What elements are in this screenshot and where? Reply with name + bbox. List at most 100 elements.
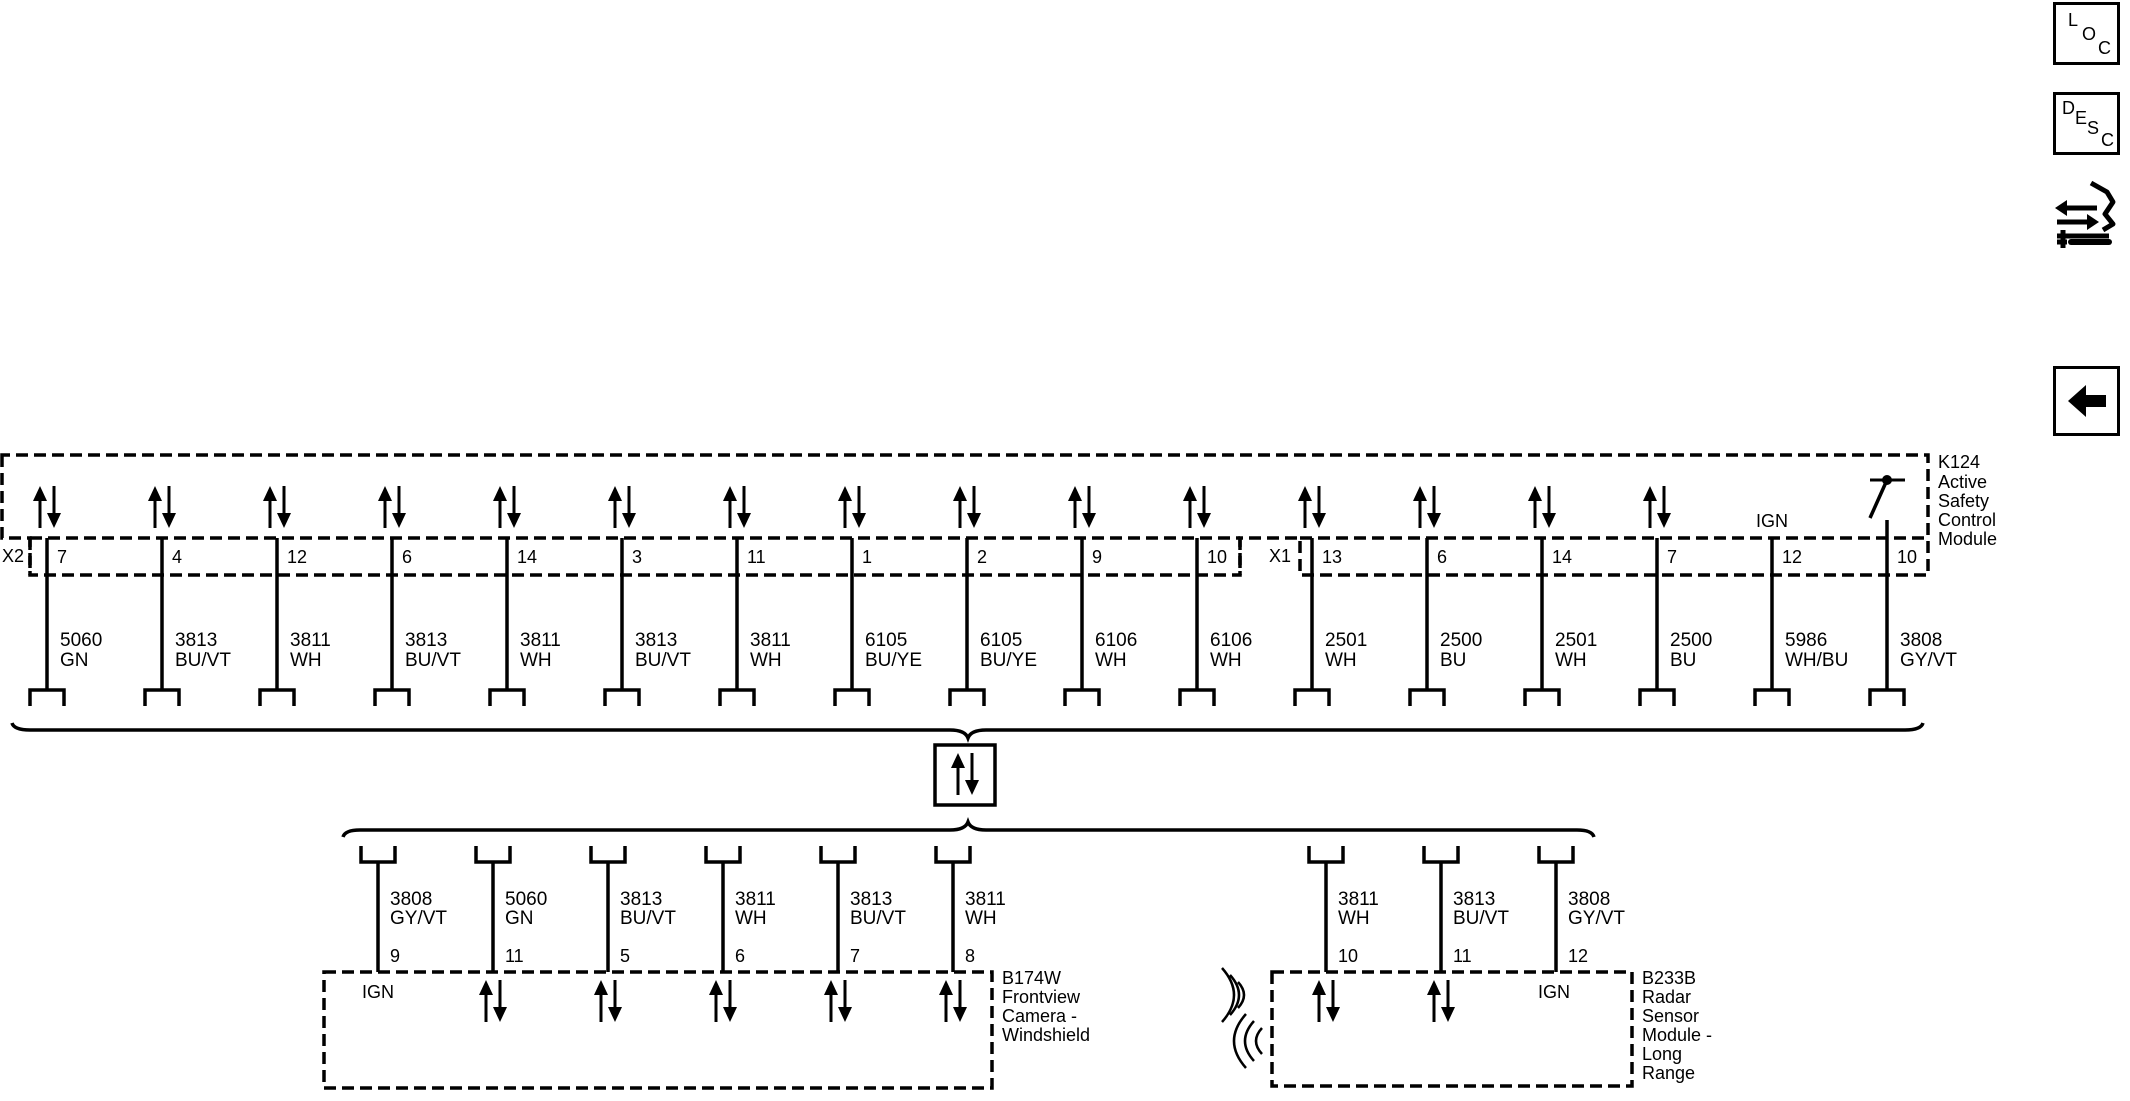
bidirectional-arrow-icon bbox=[261, 484, 293, 530]
arrow-up-icon bbox=[1066, 484, 1084, 530]
desc-letter-s: S bbox=[2087, 118, 2100, 138]
bidirectional-arrow-icon bbox=[822, 978, 854, 1024]
terminal-fork bbox=[1422, 846, 1460, 864]
terminal-fork bbox=[1063, 688, 1101, 706]
terminal-fork bbox=[1868, 688, 1906, 706]
bidirectional-arrow-icon bbox=[1411, 484, 1443, 530]
arrow-up-icon bbox=[822, 978, 840, 1024]
terminal-fork bbox=[1753, 688, 1791, 706]
terminal-fork-shape bbox=[934, 846, 972, 864]
bidirectional-arrow-icon bbox=[951, 484, 983, 530]
circuit-number: 3813 bbox=[1453, 889, 1495, 910]
b174w-ign-label: IGN bbox=[362, 982, 394, 1002]
bidirectional-arrow-icon bbox=[31, 484, 63, 530]
arrow-up-icon bbox=[836, 484, 854, 530]
k124-ref: K124 bbox=[1938, 452, 1980, 472]
wire-color: BU/VT bbox=[175, 650, 231, 671]
arrow-up-icon bbox=[1641, 484, 1659, 530]
bidirectional-arrow-icon bbox=[1066, 484, 1098, 530]
terminal-fork bbox=[603, 688, 641, 706]
wire-color: WH bbox=[520, 650, 552, 671]
circuit-number: 6106 bbox=[1210, 630, 1252, 651]
arrow-up-icon bbox=[1526, 484, 1544, 530]
terminal-fork-shape bbox=[359, 846, 397, 864]
pin-number: 10 bbox=[1897, 547, 1917, 567]
connector-tool-icon[interactable] bbox=[2053, 178, 2120, 258]
x1-label: X1 bbox=[1269, 546, 1291, 566]
terminal-fork bbox=[488, 688, 526, 706]
arrow-up-icon bbox=[1181, 484, 1199, 530]
terminal-fork-shape bbox=[373, 688, 411, 706]
arrow-down-icon bbox=[1425, 484, 1443, 530]
k124-ign-label: IGN bbox=[1756, 511, 1788, 531]
arrow-up-icon bbox=[1425, 978, 1443, 1024]
terminal-fork-shape bbox=[603, 688, 641, 706]
radar-wave-out bbox=[1221, 967, 1246, 1023]
terminal-fork-shape bbox=[1307, 846, 1345, 864]
bidirectional-arrow-icon bbox=[592, 978, 624, 1024]
k124-name-line: Active bbox=[1938, 472, 1987, 492]
circuit-number: 3811 bbox=[520, 630, 561, 651]
bidirectional-arrow-icon bbox=[1181, 484, 1213, 530]
terminal-fork-shape bbox=[833, 688, 871, 706]
terminal-fork-shape bbox=[143, 688, 181, 706]
arrow-up-icon bbox=[721, 484, 739, 530]
upper-brace bbox=[10, 722, 1925, 743]
b233b-ign-label: IGN bbox=[1538, 982, 1570, 1002]
x2-label: X2 bbox=[2, 546, 24, 566]
pin-number: 9 bbox=[390, 946, 400, 966]
switch-icon bbox=[1868, 475, 1905, 538]
pin-number: 11 bbox=[747, 547, 766, 567]
location-button[interactable]: L O C bbox=[2053, 2, 2120, 65]
radar-wave-icon bbox=[1221, 967, 1263, 1069]
circuit-number: 5986 bbox=[1785, 630, 1827, 651]
radar-wave-in bbox=[1232, 1013, 1263, 1069]
circuit-number: 5060 bbox=[60, 630, 102, 651]
bidirectional-arrow-icon bbox=[491, 484, 523, 530]
arrow-down-icon bbox=[275, 484, 293, 530]
harness-box bbox=[933, 743, 997, 807]
pin-number: 7 bbox=[850, 946, 860, 966]
b174w-ref: B174W bbox=[1002, 968, 1061, 988]
pin-number: 3 bbox=[632, 547, 642, 567]
arrow-up-icon bbox=[707, 978, 725, 1024]
pin-number: 10 bbox=[1207, 547, 1227, 567]
wire-color: BU/VT bbox=[635, 650, 691, 671]
terminal-fork bbox=[1523, 688, 1561, 706]
arrow-down-icon bbox=[45, 484, 63, 530]
terminal-fork-shape bbox=[1868, 688, 1906, 706]
arrow-down-icon bbox=[1540, 484, 1558, 530]
terminal-fork-shape bbox=[1753, 688, 1791, 706]
description-button[interactable]: D E S C bbox=[2053, 92, 2120, 155]
wire-color: BU bbox=[1440, 650, 1466, 671]
circuit-number: 2500 bbox=[1670, 630, 1712, 651]
bidirectional-arrow-icon bbox=[477, 978, 509, 1024]
terminal-fork bbox=[704, 846, 742, 864]
pin-number: 14 bbox=[1552, 547, 1572, 567]
pin-number: 6 bbox=[402, 547, 412, 567]
terminal-fork-shape bbox=[1422, 846, 1460, 864]
arrow-up-icon bbox=[1310, 978, 1328, 1024]
wire-color: WH bbox=[1338, 908, 1370, 929]
circuit-number: 3811 bbox=[1338, 889, 1379, 910]
b174w-name-line: Camera - bbox=[1002, 1006, 1077, 1026]
pin-number: 11 bbox=[505, 946, 524, 966]
back-arrow-button[interactable] bbox=[2053, 366, 2120, 436]
circuit-number: 3811 bbox=[735, 889, 776, 910]
terminal-fork-shape bbox=[488, 688, 526, 706]
b174w-name-line: Windshield bbox=[1002, 1025, 1090, 1045]
terminal-fork bbox=[258, 688, 296, 706]
terminal-fork bbox=[373, 688, 411, 706]
terminal-fork-shape bbox=[1523, 688, 1561, 706]
terminal-fork bbox=[1408, 688, 1446, 706]
bidirectional-arrow-icon bbox=[707, 978, 739, 1024]
pin-number: 14 bbox=[517, 547, 537, 567]
bidirectional-arrow-icon bbox=[937, 978, 969, 1024]
terminal-fork bbox=[359, 846, 397, 864]
b233b-name-line: Long bbox=[1642, 1044, 1682, 1064]
arrow-down-icon bbox=[1195, 484, 1213, 530]
wire-color: WH bbox=[290, 650, 322, 671]
terminal-fork bbox=[1307, 846, 1345, 864]
